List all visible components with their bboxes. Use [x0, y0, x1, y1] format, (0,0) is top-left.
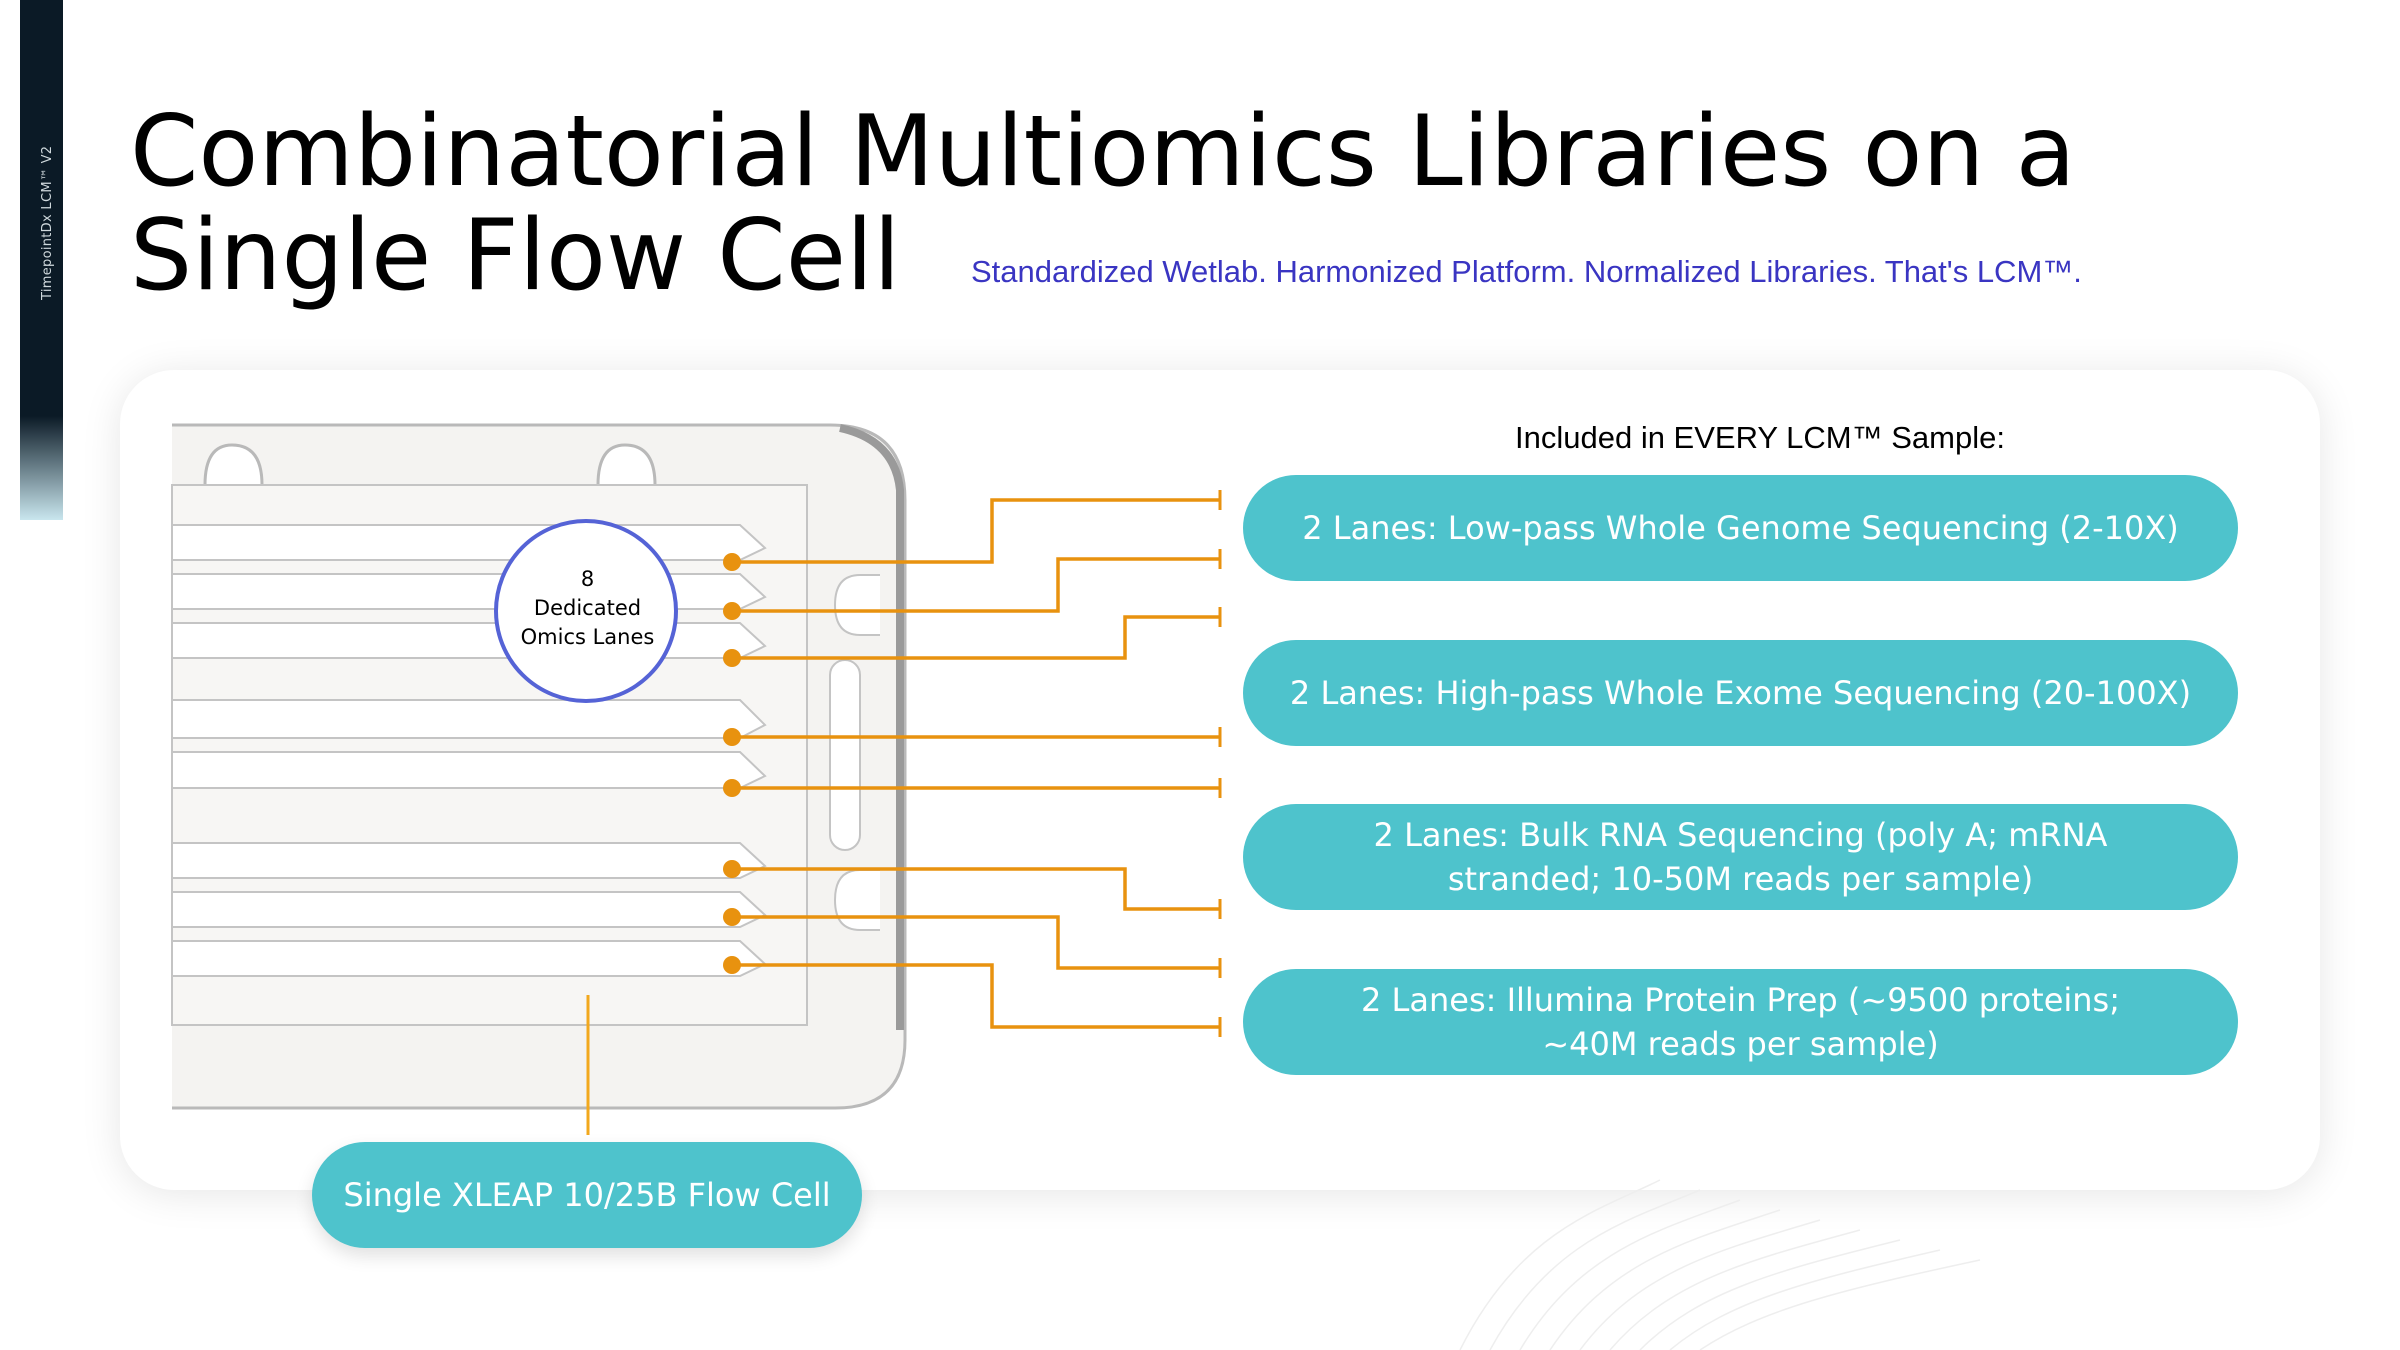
- tagline: Standardized Wetlab. Harmonized Platform…: [971, 254, 2082, 289]
- lane-pill-line1: 2 Lanes: Bulk RNA Sequencing (poly A; mR…: [1373, 816, 2108, 854]
- included-label: Included in EVERY LCM™ Sample:: [1515, 420, 2005, 455]
- lane-pill-line2: ~40M reads per sample): [1542, 1025, 1939, 1063]
- lane-pill-line1: 2 Lanes: Illumina Protein Prep (~9500 pr…: [1361, 981, 2120, 1019]
- lanes-circle: [494, 519, 678, 703]
- lanes-circle-label: 8 Dedicated Omics Lanes: [505, 565, 670, 652]
- lane-pill-line2: stranded; 10-50M reads per sample): [1447, 860, 2034, 898]
- lanes-circle-text: Dedicated Omics Lanes: [520, 596, 655, 649]
- lane-pill-wes: 2 Lanes: High-pass Whole Exome Sequencin…: [1243, 640, 2238, 746]
- flow-cell-label-pill: Single XLEAP 10/25B Flow Cell: [312, 1142, 862, 1248]
- lane-dots: [723, 553, 741, 974]
- lane-pill-rna: 2 Lanes: Bulk RNA Sequencing (poly A; mR…: [1243, 804, 2238, 910]
- lane-pill-line1: 2 Lanes: High-pass Whole Exome Sequencin…: [1289, 674, 2192, 712]
- lane-pill-wgs: 2 Lanes: Low-pass Whole Genome Sequencin…: [1243, 475, 2238, 581]
- decorative-waves: [1459, 1179, 1981, 1350]
- lane-connectors: [586, 490, 1222, 1135]
- lane-pill-line1: 2 Lanes: Low-pass Whole Genome Sequencin…: [1302, 509, 2179, 547]
- lanes-count: 8: [580, 567, 595, 591]
- flow-cell-illustration: [171, 423, 907, 1110]
- page-title: Combinatorial Multiomics Libraries on a …: [130, 95, 2076, 313]
- lane-pill-protein: 2 Lanes: Illumina Protein Prep (~9500 pr…: [1243, 969, 2238, 1075]
- side-accent-bar: [20, 0, 63, 520]
